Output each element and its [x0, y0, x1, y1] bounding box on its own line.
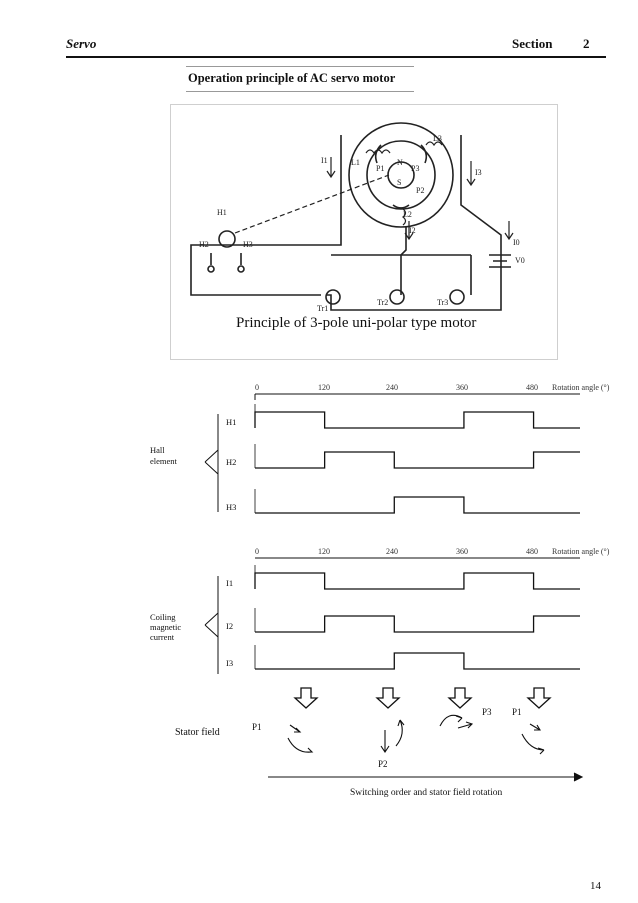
figure-caption: Principle of 3-pole uni-polar type motor — [236, 315, 477, 331]
motor-schematic: I1 I2 I3 H1 H2 H3 N S P1 P2 P3 L1 L2 L3 … — [190, 122, 525, 313]
label-l1: L1 — [351, 158, 360, 167]
switch-arrow-4 — [526, 687, 552, 709]
hall-wave-h3 — [255, 496, 580, 514]
label-p1: P1 — [376, 164, 384, 173]
field-vector-4 — [529, 723, 541, 731]
stator-field-diagram: Stator field P1 P2 P3 P1 Switching order… — [175, 687, 584, 798]
label-i1: I1 — [321, 156, 328, 165]
switching-caption: Switching order and stator field rotatio… — [350, 787, 502, 798]
header-chapter-title: Servo — [66, 36, 97, 51]
label-h3: H3 — [243, 240, 253, 249]
i1-label: I1 — [226, 578, 233, 588]
i3-label: I3 — [226, 658, 233, 668]
label-s: S — [397, 178, 401, 187]
current-tick-480: 480 — [526, 547, 538, 556]
label-h1: H1 — [217, 208, 227, 217]
h2-label: H2 — [226, 457, 236, 467]
stator-p3: P3 — [482, 707, 492, 717]
label-p3: P3 — [411, 164, 419, 173]
field-vector-3 — [457, 723, 473, 729]
label-l2: L2 — [403, 210, 412, 219]
header-divider — [66, 56, 606, 58]
rotation-arrow-4 — [521, 733, 545, 751]
current-tick-240: 240 — [386, 547, 398, 556]
current-tick-360: 360 — [456, 547, 468, 556]
hall-group-label-1: Hall — [150, 445, 165, 455]
label-tr1: Tr1 — [317, 304, 328, 313]
header-section-number: 2 — [583, 36, 590, 51]
hall-tick-360: 360 — [456, 383, 468, 392]
hall-tick-120: 120 — [318, 383, 330, 392]
hall-group-label-2: element — [150, 456, 178, 466]
stator-outer-ring — [348, 122, 454, 228]
hall-tick-480: 480 — [526, 383, 538, 392]
current-waveforms — [254, 565, 580, 670]
page-number: 14 — [590, 880, 601, 892]
switch-arrow-2 — [375, 687, 401, 709]
current-tick-120: 120 — [318, 547, 330, 556]
current-group-label-2: magnetic — [150, 622, 181, 632]
hall-waveforms — [254, 404, 580, 514]
label-n: N — [397, 158, 403, 167]
stator-inner-ring — [366, 140, 436, 210]
label-i2: I2 — [409, 226, 416, 235]
current-group-label-1: Coiling — [150, 612, 176, 622]
label-i3: I3 — [475, 168, 482, 177]
stator-p1-left: P1 — [252, 722, 262, 732]
page-title: Operation principle of AC servo motor — [188, 71, 396, 85]
title-rule-top — [186, 66, 414, 67]
hall-tick-0: 0 — [255, 383, 259, 392]
switch-arrow-1 — [293, 687, 319, 709]
label-p2: P2 — [416, 186, 424, 195]
current-wave-i1 — [254, 572, 580, 590]
title-rule-bottom — [186, 91, 414, 92]
current-wave-i2 — [255, 615, 580, 633]
h1-label: H1 — [226, 417, 236, 427]
hall-tick-240: 240 — [386, 383, 398, 392]
stator-field-label: Stator field — [175, 727, 220, 738]
switch-arrow-3 — [447, 687, 473, 709]
stator-p2: P2 — [378, 759, 388, 769]
header-section-label: Section — [512, 36, 553, 51]
i2-label: I2 — [226, 621, 233, 631]
label-l3: L3 — [433, 134, 442, 143]
label-h2: H2 — [199, 240, 209, 249]
current-group-label-3: current — [150, 632, 175, 642]
current-wave-i3 — [255, 652, 580, 670]
motor-figure: I1 I2 I3 H1 H2 H3 N S P1 P2 P3 L1 L2 L3 … — [170, 104, 558, 360]
label-v0: V0 — [515, 256, 525, 265]
current-tick-0: 0 — [255, 547, 259, 556]
label-tr2: Tr2 — [377, 298, 388, 307]
label-tr3: Tr3 — [437, 298, 448, 307]
stator-p1-right: P1 — [512, 707, 522, 717]
label-i0: I0 — [513, 238, 520, 247]
h3-label: H3 — [226, 502, 236, 512]
hall-wave-h2 — [255, 451, 580, 469]
hall-axis-label: Rotation angle (°) — [552, 383, 610, 392]
rotation-arrow-2 — [395, 719, 403, 747]
rotation-arrow-1 — [287, 737, 313, 753]
hall-wave-h1 — [254, 411, 580, 429]
timing-charts: 0 120 240 360 480 Rotation angle (°) Hal… — [150, 383, 610, 674]
current-axis-label: Rotation angle (°) — [552, 547, 610, 556]
